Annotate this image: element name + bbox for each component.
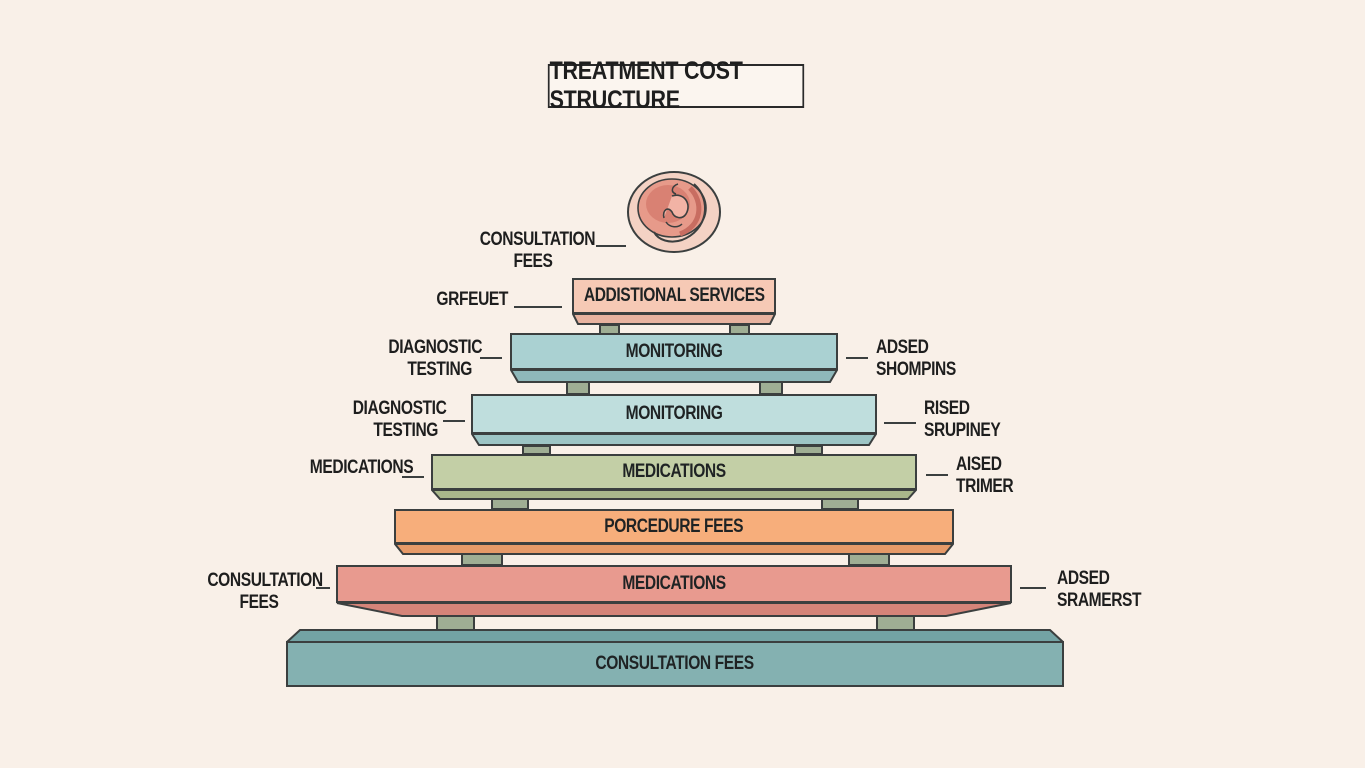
tier-label: MEDICATIONS: [622, 461, 726, 482]
tier-monitoring-upper: MONITORING: [510, 333, 838, 383]
tier-monitoring-lower: MONITORING: [471, 394, 877, 446]
leader-line: [316, 587, 330, 589]
leader-line: [480, 357, 502, 359]
leader-line: [926, 474, 948, 476]
tier-medications-upper: MEDICATIONS: [431, 454, 917, 500]
tier-medications-lower: MEDICATIONS: [336, 565, 1012, 617]
tier-label: MONITORING: [625, 403, 723, 424]
leader-line: [1020, 587, 1046, 589]
label-left-1: GRFEUET: [436, 289, 508, 310]
tier-label: PORCEDURE FEES: [604, 515, 744, 537]
tier-procedure-fees: PORCEDURE FEES: [394, 509, 954, 555]
embryo-icon: [626, 170, 722, 254]
support-post: [566, 381, 590, 395]
leader-line: [514, 306, 562, 308]
tier-label: MEDICATIONS: [622, 573, 726, 594]
tier-label: CONSULTATION FEES: [595, 653, 755, 674]
leader-line: [884, 422, 916, 424]
tier-consultation-fees-base: CONSULTATION FEES: [286, 629, 1064, 687]
leader-line: [402, 476, 424, 478]
tier-additional-services: ADDISTIONAL SERVICES: [572, 278, 776, 326]
leader-line: [596, 245, 626, 247]
leader-line: [443, 420, 465, 422]
leader-line: [846, 357, 868, 359]
tier-label: MONITORING: [625, 340, 723, 362]
support-post: [759, 381, 783, 395]
diagram-title: TREATMENT COST STRUCTURE: [547, 57, 805, 114]
tier-label: ADDISTIONAL SERVICES: [583, 285, 765, 306]
label-left-4: MEDICATIONS: [309, 457, 414, 478]
